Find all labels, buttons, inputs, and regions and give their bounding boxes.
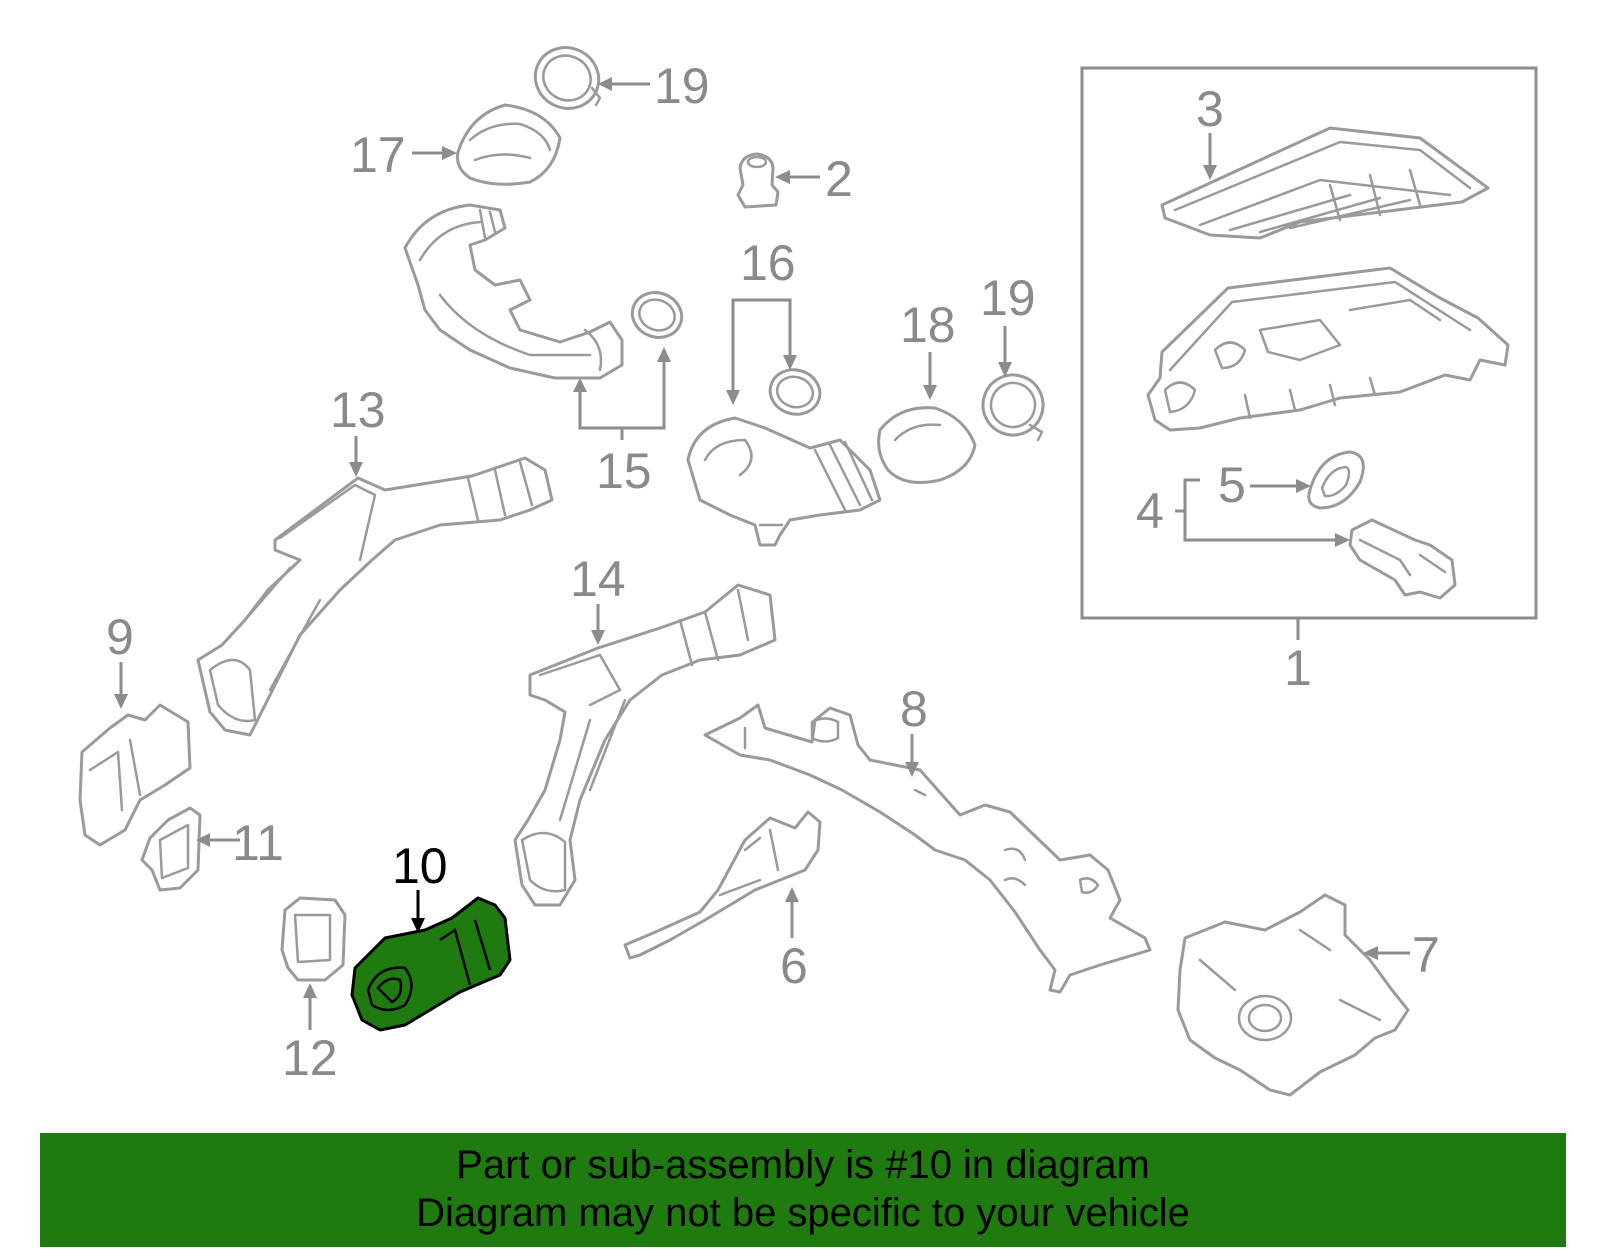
resonator-duct	[686, 416, 882, 547]
callout-7: 7	[1412, 927, 1440, 983]
part-2-grommet-mount: 2	[736, 151, 853, 209]
part-14-air-duct: 14	[513, 551, 777, 907]
callout-12: 12	[282, 1030, 338, 1086]
callout-4: 4	[1136, 483, 1164, 539]
part-16-clamp-group: 16	[726, 235, 822, 416]
part-13-air-duct: 13	[196, 382, 554, 737]
part-5-grommet: 5	[1218, 450, 1365, 513]
part-7-shield: 7	[1176, 893, 1440, 1097]
callout-9: 9	[106, 609, 134, 665]
part-4-mass-air-flow-sensor: 4	[1136, 478, 1457, 600]
part-9-duct-piece: 9	[78, 609, 192, 847]
callout-8: 8	[900, 681, 928, 737]
part-17-intake-boot: 17	[350, 103, 562, 186]
callout-19-right: 19	[980, 270, 1036, 326]
callout-6: 6	[780, 938, 808, 994]
callout-11: 11	[232, 815, 284, 871]
callout-19-top: 19	[654, 58, 710, 114]
part-15-clamp-group: 15	[573, 291, 684, 499]
callout-5: 5	[1218, 457, 1246, 513]
part-12-clip: 12	[280, 896, 347, 1086]
part-8-bracket: 8	[703, 681, 1152, 994]
part-18-sleeve: 18	[877, 297, 977, 484]
part-19-clamp-top: 19	[533, 46, 710, 114]
part-10-air-duct-highlighted: 10	[350, 838, 512, 1032]
callout-14: 14	[570, 551, 626, 607]
part-3-air-filter-lid: 3	[1160, 81, 1490, 240]
part-19-clamp-right: 19	[980, 270, 1045, 442]
part-1-air-cleaner-housing	[1146, 266, 1510, 432]
callout-15: 15	[596, 443, 652, 499]
callout-2: 2	[825, 151, 853, 207]
callout-10: 10	[392, 838, 448, 894]
part-6-panel: 6	[623, 810, 822, 994]
callout-13: 13	[330, 382, 386, 438]
banner-line-2: Diagram may not be specific to your vehi…	[416, 1191, 1190, 1235]
callout-16: 16	[740, 235, 796, 291]
callout-18: 18	[900, 297, 956, 353]
info-banner: Part or sub-assembly is #10 in diagram D…	[40, 1133, 1566, 1247]
part-1-air-cleaner-group: 1 3 5	[1080, 66, 1538, 696]
intake-tube	[403, 203, 624, 380]
callout-17: 17	[350, 127, 406, 183]
callout-3: 3	[1196, 81, 1224, 137]
banner-line-1: Part or sub-assembly is #10 in diagram	[456, 1143, 1150, 1187]
part-11-clip: 11	[140, 806, 284, 892]
callout-1: 1	[1284, 640, 1312, 696]
